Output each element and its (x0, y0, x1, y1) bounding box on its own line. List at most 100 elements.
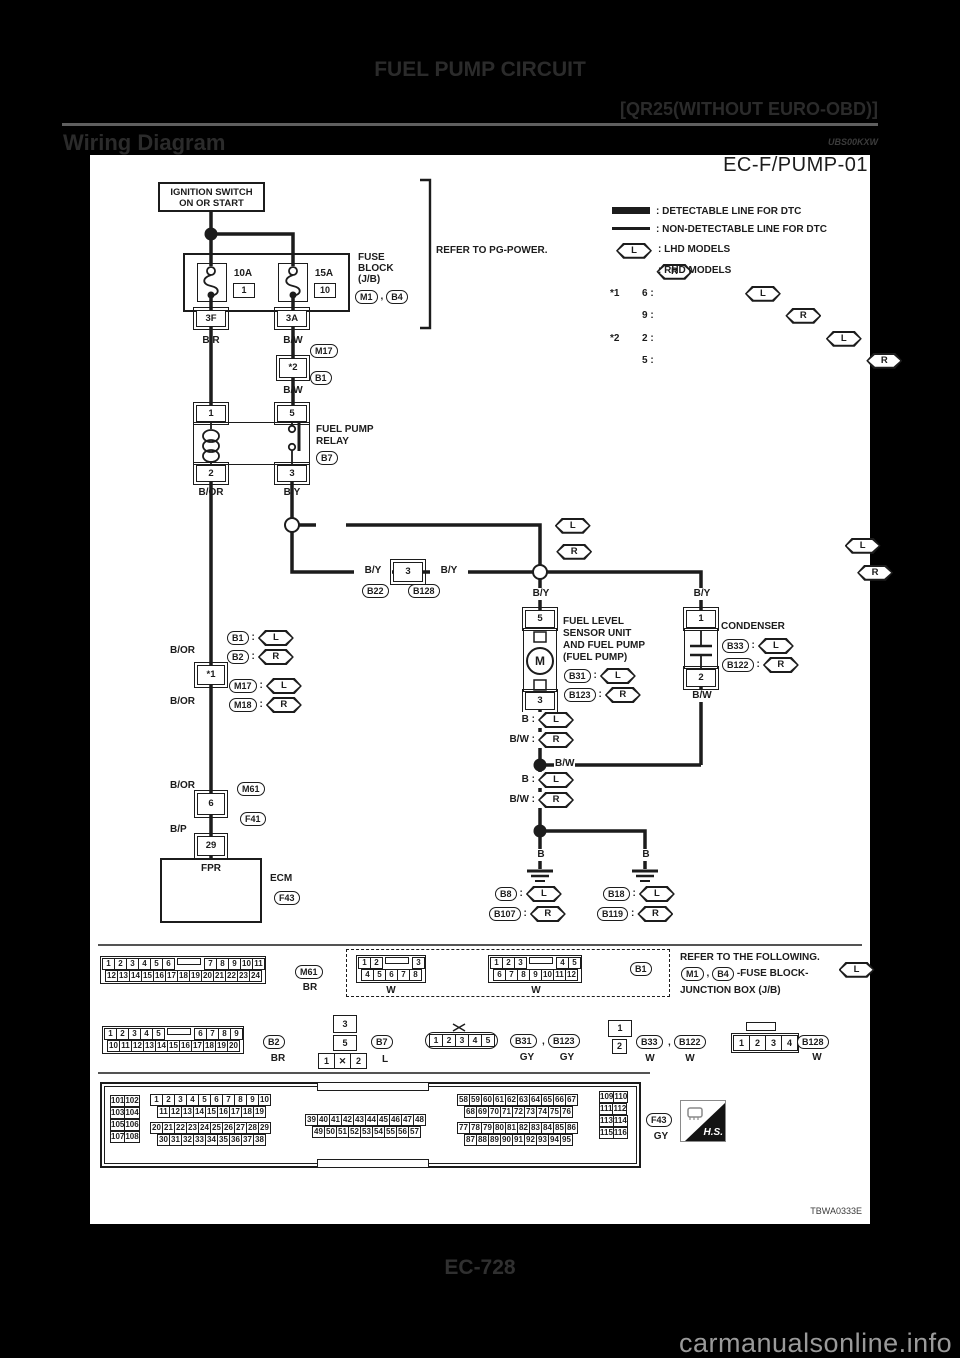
relay-terminal-3: 3 (274, 462, 310, 485)
connector-ref-b31: B31 (510, 1034, 537, 1048)
page-subtitle: [QR25(WITHOUT EURO-OBD)] (620, 99, 878, 119)
connector-b7-pin5: 5 (333, 1035, 357, 1051)
pin: 83 (529, 1122, 542, 1134)
relay-terminal-1: 1 (193, 402, 229, 425)
connector-ref-b122: B122 (674, 1035, 706, 1049)
rhd-hexagon-icon: R (866, 352, 903, 369)
connector-ref-b8: B8 (495, 887, 517, 901)
legend-star1-r: 9 : (642, 310, 654, 321)
refer-following-line1: REFER TO THE FOLLOWING. (680, 952, 820, 963)
ground-ref-b8: B8 : L (494, 886, 563, 902)
splice-ref-m17: M17 : L (228, 678, 303, 694)
legend-rhd-label: : RHD MODELS (658, 265, 732, 276)
wire-label-bw: B/W (283, 335, 303, 346)
pin: 115 (599, 1127, 614, 1139)
pin: 102 (124, 1095, 140, 1107)
pin: 101 (110, 1095, 126, 1107)
fuse1-id-box: 1 (233, 283, 255, 298)
connector-ref-b1: B1 (227, 631, 249, 645)
comma: , (542, 1036, 545, 1047)
connector-ref-b33: B33 (636, 1035, 663, 1049)
connector-b123-color: GY (559, 1052, 575, 1063)
refer-fuse-block-text: -FUSE BLOCK- (736, 968, 809, 979)
connector-ref-b122: B122 (722, 658, 754, 672)
pin: 10 (240, 958, 253, 970)
hs-label: H.S. (703, 1127, 723, 1138)
pin: 9 (230, 1028, 243, 1040)
diagram-title: EC-F/PUMP-01 (723, 154, 868, 176)
pin: 8 (409, 969, 422, 981)
pin: 3 (514, 957, 527, 969)
pin: 38 (253, 1134, 266, 1146)
pin: 48 (413, 1114, 426, 1126)
pin: 1 (318, 1053, 335, 1069)
pin: 52 (348, 1126, 361, 1138)
legend-star2-r: 5 : (642, 355, 654, 366)
refer-following-line2: M1 , B4 -FUSE BLOCK- (680, 967, 810, 981)
connector-b7-bottom-row: 1✕2 (318, 1053, 367, 1069)
pin: 2 (370, 957, 383, 969)
connector-ref-m17: M17 (310, 344, 338, 358)
section-title: Wiring Diagram (63, 130, 226, 155)
connector-ref-b33: B33 (722, 639, 749, 653)
colon: : (751, 640, 755, 651)
terminal-3-splice: 3 (390, 559, 426, 585)
connector-b2-color: BR (270, 1053, 286, 1064)
pump-terminal-3: 3 (522, 689, 558, 713)
connector-ref-b4: B4 (386, 290, 408, 304)
pin: 106 (124, 1119, 140, 1131)
ground-ref-b107: B107 : R (488, 906, 567, 922)
splice-ref-m18: M18 : R (228, 697, 303, 713)
wire-label-bor: B/OR (198, 487, 224, 498)
colon: : (756, 659, 760, 670)
legend-detectable-swatch (612, 207, 650, 214)
legend-nondetectable-label: : NON-DETECTABLE LINE FOR DTC (656, 224, 827, 235)
rhd-hexagon-icon: R (637, 906, 674, 922)
wire-label-bor: B/OR (170, 780, 195, 791)
pin-slot (167, 1028, 191, 1035)
pin: 11 (157, 1106, 170, 1118)
pin: 22 (225, 970, 238, 982)
hs-harness-side-icon: H.S. (680, 1100, 726, 1142)
legend-lhd-label: : LHD MODELS (658, 244, 731, 255)
pump-body-box (523, 628, 557, 692)
cross-cell: ✕ (334, 1053, 351, 1069)
connector-b122-color: W (685, 1053, 695, 1064)
pin-slot (177, 958, 201, 965)
pump-connector-lhd: B31 : L (563, 668, 637, 684)
ecm-bottom-notch (317, 1159, 429, 1168)
terminal-6: 6 (194, 790, 228, 818)
rhd-hexagon-icon: R (529, 906, 566, 922)
figure-code: TBWA0333E (810, 1206, 862, 1216)
legend-star2-l: 2 : (642, 333, 654, 344)
legend-star1: *1 (610, 288, 620, 299)
ignition-line2: ON OR START (179, 198, 244, 209)
connector-ref-m1: M1 (355, 290, 378, 304)
lhd-hexagon-icon: L (257, 630, 294, 646)
pin: 50 (324, 1126, 337, 1138)
section-code: UBS00KXW (827, 137, 878, 147)
ignition-switch-box: IGNITION SWITCH ON OR START (158, 182, 265, 212)
pin: 4 (468, 1034, 482, 1047)
pin: 3 (765, 1035, 782, 1051)
relay-name1: FUEL PUMP (316, 424, 374, 435)
pin: 113 (599, 1115, 614, 1127)
wire-b-lhd: B : L (504, 772, 575, 788)
lhd-hexagon-icon: L (616, 242, 652, 259)
pin: 67 (565, 1094, 578, 1106)
lhd-hexagon-icon: L (744, 285, 781, 302)
pin-slot (385, 957, 409, 964)
connector-b33-pin1: 1 (608, 1020, 632, 1037)
pin: 2 (442, 1034, 456, 1047)
lhd-hexagon-icon: L (554, 517, 591, 534)
relay-terminal-5: 5 (274, 402, 310, 425)
pin: 104 (124, 1107, 140, 1119)
motor-symbol: M (535, 654, 545, 668)
ecm-connector-color: GY (653, 1131, 669, 1142)
wire-label-bor: B/OR (170, 645, 195, 656)
wire-bw-rhd: B/W : R (492, 732, 575, 748)
